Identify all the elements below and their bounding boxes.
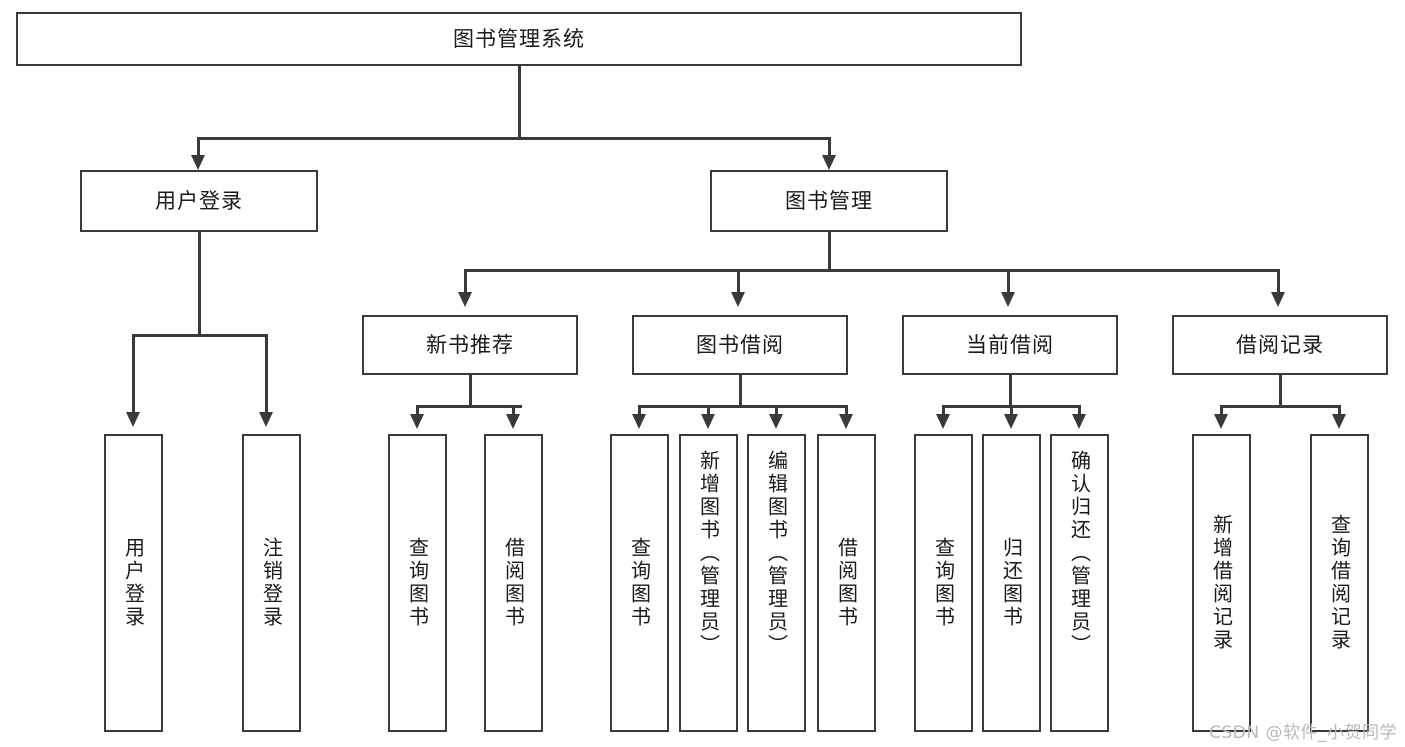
node-label: 图书借阅 <box>696 332 784 357</box>
edge-recommend-to-leaf-1 <box>416 405 419 418</box>
edge-current-to-leaf-2 <box>1010 405 1013 418</box>
edge-borrow-to-leaf-3 <box>775 405 778 418</box>
leaf-borrow-book-recommend[interactable]: 借阅图书 <box>484 434 543 732</box>
node-label: 查询借阅记录 <box>1327 514 1352 652</box>
leaf-query-borrow-record[interactable]: 查询借阅记录 <box>1310 434 1369 732</box>
arrow-to-leaf-edit-book <box>769 414 783 429</box>
leaf-add-borrow-record[interactable]: 新增借阅记录 <box>1192 434 1251 732</box>
node-label: 图书管理系统 <box>453 26 585 51</box>
node-label: 归还图书 <box>999 537 1024 629</box>
edge-current-to-leaf-3 <box>1078 405 1081 418</box>
arrow-to-user-login <box>191 155 205 170</box>
leaf-query-book-recommend[interactable]: 查询图书 <box>388 434 447 732</box>
edge-borrow-bar <box>638 405 847 408</box>
node-label: 用户登录 <box>121 537 146 629</box>
node-label: 编辑图书（管理员） <box>764 450 789 657</box>
node-book-borrow[interactable]: 图书借阅 <box>632 315 848 375</box>
leaf-user-login[interactable]: 用户登录 <box>104 434 163 732</box>
arrow-to-leaf-query-record <box>1332 414 1346 429</box>
node-borrow-records[interactable]: 借阅记录 <box>1172 315 1388 375</box>
edge-user-login-to-leaf-2 <box>265 334 268 416</box>
edge-book-manage-to-recommend <box>464 269 467 296</box>
edge-root-stem <box>518 66 521 139</box>
node-label: 新增图书（管理员） <box>696 450 721 657</box>
arrow-to-leaf-borrow-book-a <box>506 414 520 429</box>
edge-borrow-to-leaf-2 <box>707 405 710 418</box>
arrow-to-leaf-user-login <box>126 412 140 427</box>
edge-user-login-stem <box>198 232 201 336</box>
edge-user-login-bar <box>132 334 267 337</box>
edge-current-to-leaf-1 <box>942 405 945 418</box>
node-label: 新书推荐 <box>426 332 514 357</box>
arrow-to-records <box>1271 292 1285 307</box>
arrow-to-leaf-confirm-return <box>1072 414 1086 429</box>
arrow-to-recommend <box>458 292 472 307</box>
arrow-to-leaf-query-book-b <box>632 414 646 429</box>
arrow-to-leaf-add-book <box>701 414 715 429</box>
leaf-query-book-current[interactable]: 查询图书 <box>914 434 973 732</box>
arrow-to-leaf-logout <box>259 412 273 427</box>
edge-recommend-stem <box>469 375 472 407</box>
edge-records-to-leaf-2 <box>1338 405 1341 418</box>
leaf-query-book-borrow[interactable]: 查询图书 <box>610 434 669 732</box>
edge-borrow-to-leaf-1 <box>638 405 641 418</box>
leaf-edit-book-admin[interactable]: 编辑图书（管理员） <box>747 434 806 732</box>
node-root-system[interactable]: 图书管理系统 <box>16 12 1022 66</box>
arrow-to-leaf-return-book <box>1004 414 1018 429</box>
edge-book-manage-stem <box>828 232 831 271</box>
node-label: 查询图书 <box>405 537 430 629</box>
node-label: 用户登录 <box>155 188 243 213</box>
node-label: 查询图书 <box>931 537 956 629</box>
node-label: 当前借阅 <box>966 332 1054 357</box>
edge-records-bar <box>1220 405 1339 408</box>
edge-root-to-user-login <box>197 137 200 160</box>
node-label: 注销登录 <box>259 537 284 629</box>
edge-book-manage-to-borrow <box>737 269 740 296</box>
node-user-login[interactable]: 用户登录 <box>80 170 318 232</box>
arrow-to-book-manage <box>822 155 836 170</box>
node-label: 确认归还（管理员） <box>1067 450 1092 657</box>
edge-book-manage-to-current <box>1007 269 1010 296</box>
leaf-return-book[interactable]: 归还图书 <box>982 434 1041 732</box>
edge-recommend-to-leaf-2 <box>512 405 515 418</box>
node-label: 新增借阅记录 <box>1209 514 1234 652</box>
edge-root-to-book-manage <box>828 137 831 160</box>
node-book-management[interactable]: 图书管理 <box>710 170 948 232</box>
edge-book-manage-bar <box>464 269 1279 272</box>
node-label: 借阅记录 <box>1236 332 1324 357</box>
arrow-to-leaf-add-record <box>1214 414 1228 429</box>
edge-recommend-bar <box>416 405 522 408</box>
edge-records-to-leaf-1 <box>1220 405 1223 418</box>
arrow-to-current <box>1001 292 1015 307</box>
node-new-book-recommend[interactable]: 新书推荐 <box>362 315 578 375</box>
node-current-borrow[interactable]: 当前借阅 <box>902 315 1118 375</box>
edge-borrow-stem <box>739 375 742 407</box>
edge-borrow-to-leaf-4 <box>845 405 848 418</box>
arrow-to-leaf-query-book-a <box>410 414 424 429</box>
edge-book-manage-to-records <box>1277 269 1280 296</box>
node-label: 借阅图书 <box>501 537 526 629</box>
node-label: 借阅图书 <box>834 537 859 629</box>
node-label: 查询图书 <box>627 537 652 629</box>
edge-user-login-to-leaf-1 <box>132 334 135 416</box>
edge-root-bar <box>197 137 831 140</box>
arrow-to-leaf-borrow-book-b <box>839 414 853 429</box>
arrow-to-leaf-query-book-c <box>936 414 950 429</box>
arrow-to-borrow <box>731 292 745 307</box>
leaf-confirm-return-admin[interactable]: 确认归还（管理员） <box>1050 434 1109 732</box>
edge-records-stem <box>1279 375 1282 407</box>
leaf-add-book-admin[interactable]: 新增图书（管理员） <box>679 434 738 732</box>
node-label: 图书管理 <box>785 188 873 213</box>
leaf-logout[interactable]: 注销登录 <box>242 434 301 732</box>
leaf-borrow-book[interactable]: 借阅图书 <box>817 434 876 732</box>
edge-current-stem <box>1009 375 1012 407</box>
